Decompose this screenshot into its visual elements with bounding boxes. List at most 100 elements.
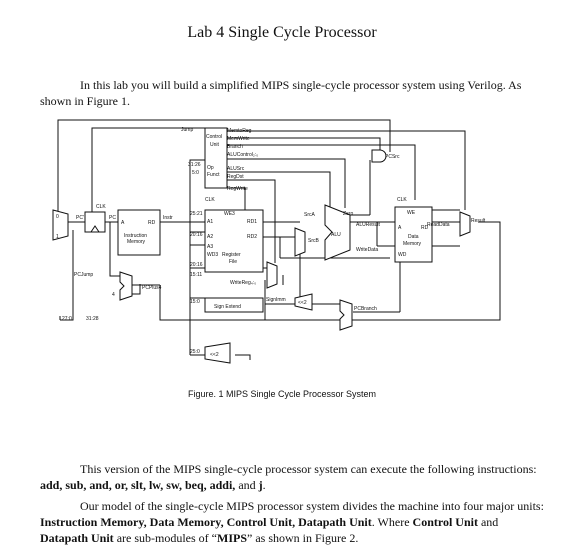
- label-20-16: 20:16: [190, 232, 203, 238]
- label-pc: PC: [109, 215, 116, 221]
- label-mux-0: 0: [56, 214, 59, 220]
- label-15-11: 15:11: [190, 272, 202, 278]
- shift-left-2-branch: [294, 293, 313, 311]
- label-unit: Unit: [210, 142, 220, 148]
- label-31-26: 31:26: [188, 162, 201, 168]
- pcplus4-adder: [119, 271, 133, 301]
- label-pcjump: PCJump: [74, 272, 93, 278]
- wire-branch-top: [225, 137, 381, 152]
- intro-paragraph: In this lab you will build a simplified …: [40, 78, 522, 108]
- pc-mux: [52, 209, 69, 241]
- label-dmem-2: Memory: [403, 241, 422, 247]
- wire-regwrite: [225, 187, 246, 210]
- alu: [324, 204, 351, 261]
- label-pcbranch: PCBranch: [354, 306, 377, 312]
- label-regfile-1: Register: [222, 252, 241, 258]
- label-imem-2: Memory: [127, 239, 146, 245]
- label-op: Op: [207, 165, 214, 171]
- instruction-list: add, sub, and, or, slt, lw, sw, beq, add…: [40, 478, 236, 492]
- sign-extend: [204, 297, 264, 313]
- label-shl2: <<2: [298, 300, 307, 306]
- regdst-mux: [266, 261, 278, 289]
- label-four: 4: [112, 292, 115, 298]
- pcbranch-adder: [339, 299, 353, 331]
- p3-text-5: ” as shown in Figure 2.: [247, 531, 359, 545]
- label-31-28: 31:28: [86, 316, 99, 322]
- label-pcsrc: PCSrc: [385, 154, 400, 160]
- label-imem-1: Instruction: [124, 233, 147, 239]
- instruction-memory: [117, 209, 161, 256]
- control-unit: [204, 127, 228, 189]
- label-signimm: SignImm: [266, 297, 286, 303]
- wire-jump: [91, 127, 205, 215]
- label-dmem-rd: RD: [421, 225, 429, 231]
- unit-list: Instruction Memory, Data Memory, Control…: [40, 515, 372, 529]
- figure-caption: Figure. 1 MIPS Single Cycle Processor Sy…: [187, 389, 377, 399]
- label-imem-rd: RD: [148, 220, 156, 226]
- label-memtoreg: MemtoReg: [227, 128, 252, 134]
- label-clk-2: CLK: [205, 197, 215, 203]
- label-funct: Funct: [207, 172, 220, 178]
- label-readdata: ReadData: [427, 222, 450, 228]
- p2-text-3: .: [262, 478, 266, 492]
- label-clk-1: CLK: [96, 204, 106, 210]
- branch-and-gate: [371, 149, 387, 163]
- label-5-0: 5:0: [192, 170, 199, 176]
- label-rd1: RD1: [247, 219, 257, 225]
- label-imem-a: A: [121, 220, 125, 226]
- label-regfile-2: File: [229, 259, 237, 265]
- label-pcplus4: PCPlus4: [142, 285, 162, 291]
- label-mux-1: 1: [56, 234, 59, 240]
- p3-text-2: . Where: [371, 515, 413, 529]
- label-a2: A2: [207, 234, 213, 240]
- label-we3: WE3: [224, 211, 235, 217]
- label-a1: A1: [207, 219, 213, 225]
- label-dmem-a: A: [398, 225, 402, 231]
- label-instr: Instr: [163, 215, 173, 221]
- shift-left-2-jump: [204, 342, 231, 364]
- label-pc-prime: PC': [76, 215, 84, 221]
- wire-memtoreg: [225, 130, 466, 210]
- p2-text-2: and: [235, 478, 259, 492]
- wire-aluctrl: [225, 158, 346, 208]
- wire-pcsrc-loop: [57, 119, 391, 217]
- wire-memwrite: [225, 144, 416, 200]
- label-regwrite: RegWrite: [227, 186, 248, 192]
- result-mux: [459, 211, 471, 237]
- label-shl2-b: <<2: [210, 352, 219, 358]
- label-15-0: 15:0: [190, 299, 200, 305]
- label-zero: Zero: [343, 211, 354, 217]
- label-25-21: 25:21: [190, 211, 203, 217]
- datapath-unit-term: Datapath Unit: [40, 531, 114, 545]
- page-title: Lab 4 Single Cycle Processor: [187, 24, 377, 41]
- label-aluresult: ALUResult: [356, 222, 381, 228]
- instructions-paragraph: This version of the MIPS single-cycle pr…: [40, 461, 545, 493]
- data-memory: [394, 206, 433, 263]
- label-wd3: WD3: [207, 252, 218, 258]
- label-regdst: RegDst: [227, 174, 244, 180]
- label-writedata: WriteData: [356, 247, 378, 253]
- units-paragraph: Our model of the single-cycle MIPS proce…: [40, 498, 545, 546]
- label-branch: Branch: [227, 144, 243, 150]
- label-memwrite: MemWrite: [227, 136, 250, 142]
- srcb-mux: [294, 227, 306, 257]
- register-file: [204, 209, 264, 273]
- label-alu: ALU: [331, 232, 341, 238]
- wire-regdst: [225, 179, 276, 263]
- label-aluctrl: ALUControl₂:₀: [227, 152, 258, 158]
- label-srcb: SrcB: [308, 238, 320, 244]
- label-a3: A3: [207, 244, 213, 250]
- p3-text-1: Our model of the single-cycle MIPS proce…: [80, 499, 544, 513]
- label-srca: SrcA: [304, 212, 316, 218]
- label-25-0: 25:0: [190, 349, 200, 355]
- mips-term: MIPS: [217, 531, 247, 545]
- label-writereg: WriteReg₄:₀: [230, 280, 256, 286]
- control-unit-term: Control Unit: [412, 515, 478, 529]
- label-rd2: RD2: [247, 234, 257, 240]
- label-20-16-b: 20:16: [190, 262, 203, 268]
- label-wd: WD: [398, 252, 407, 258]
- p2-text-1: This version of the MIPS single-cycle pr…: [80, 462, 537, 476]
- label-we: WE: [407, 210, 416, 216]
- label-alusrc: ALUSrc: [227, 166, 245, 172]
